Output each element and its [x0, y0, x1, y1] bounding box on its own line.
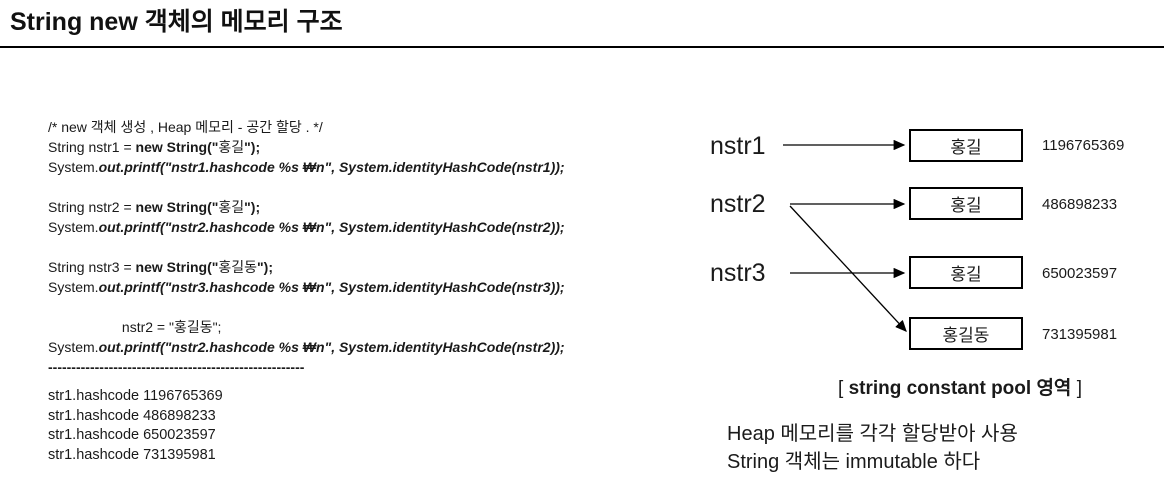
code-line: [48, 177, 565, 197]
variable-label-nstr3: nstr3: [710, 259, 766, 287]
pool-caption: [ string constant pool 영역 ]: [760, 373, 1160, 400]
code-emphasis: ");: [244, 139, 261, 155]
code-line: [48, 297, 565, 317]
code-line: System.out.printf("nstr1.hashcode %s ₩n"…: [48, 157, 565, 177]
note-line: String 객체는 immutable 하다: [727, 450, 981, 473]
code-emphasis: ");: [244, 199, 261, 215]
hashcode-value: 486898233: [1042, 196, 1118, 213]
code-text: String nstr3 =: [48, 259, 136, 275]
code-emphasis: out.printf("nstr3.hashcode %s ₩n", Syste…: [98, 279, 565, 295]
code-text: String nstr1 =: [48, 139, 136, 155]
pool-box-value: 홍길: [950, 138, 982, 157]
code-emphasis: out.printf("nstr2.hashcode %s ₩n", Syste…: [98, 219, 565, 235]
code-block: /* new 객체 생성 , Heap 메모리 - 공간 할당 . */ Stri…: [48, 117, 565, 377]
output-line: str1.hashcode 1196765369: [48, 388, 223, 404]
code-emphasis: ");: [257, 259, 274, 275]
code-emphasis: new String(": [135, 199, 219, 215]
caption-text: string constant pool 영역: [848, 378, 1072, 399]
variable-label-nstr1: nstr1: [710, 132, 766, 160]
code-line: System.out.printf("nstr2.hashcode %s ₩n"…: [48, 337, 565, 357]
pool-box-value: 홍길: [950, 265, 982, 284]
code-text: 홍길: [218, 199, 245, 215]
pool-box: 홍길: [909, 256, 1023, 289]
code-text: System.: [48, 159, 99, 175]
code-line: String nstr1 = new String("홍길");: [48, 137, 565, 157]
code-text: System.: [48, 279, 99, 295]
code-line: System.out.printf("nstr2.hashcode %s ₩n"…: [48, 217, 565, 237]
pool-box: 홍길동: [909, 317, 1023, 350]
title-divider-line: [0, 46, 1164, 48]
page-title: String new 객체의 메모리 구조: [10, 8, 343, 36]
pool-box-value: 홍길: [950, 196, 982, 215]
code-line: /* new 객체 생성 , Heap 메모리 - 공간 할당 . */: [48, 117, 565, 137]
pointer-arrows: [783, 139, 907, 332]
hashcode-value: 731395981: [1042, 326, 1118, 343]
code-text: nstr2 = "홍길동";: [48, 319, 222, 335]
arrow-nstr2-to-box4: [789, 205, 907, 332]
output-line: str1.hashcode 486898233: [48, 407, 216, 424]
code-text: 홍길동: [218, 259, 258, 275]
code-emphasis: out.printf("nstr2.hashcode %s ₩n", Syste…: [98, 339, 565, 355]
notes-block: Heap 메모리를 각각 할당받아 사용 String 객체는 immutabl…: [727, 421, 1018, 476]
code-text: System.: [48, 219, 99, 235]
code-line: ----------------------------------------…: [48, 357, 565, 377]
code-line: nstr2 = "홍길동";: [48, 317, 565, 337]
code-line: String nstr2 = new String("홍길");: [48, 197, 565, 217]
code-emphasis: new String(": [135, 259, 219, 275]
code-line: System.out.printf("nstr3.hashcode %s ₩n"…: [48, 277, 565, 297]
output-line: str1.hashcode 731395981: [48, 446, 216, 463]
hashcode-value: 650023597: [1042, 265, 1118, 282]
output-block: str1.hashcode 1196765369 str1.hashcode 48…: [48, 387, 223, 465]
code-emphasis: out.printf("nstr1.hashcode %s ₩n", Syste…: [98, 159, 565, 175]
code-text: System.: [48, 339, 99, 355]
note-line: Heap 메모리를 각각 할당받아 사용: [727, 423, 1018, 445]
variable-label-nstr2: nstr2: [710, 190, 766, 218]
hashcode-value: 1196765369: [1042, 137, 1125, 154]
code-text: /* new 객체 생성 , Heap 메모리 - 공간 할당 . */: [48, 119, 323, 135]
pool-box: 홍길: [909, 129, 1023, 162]
code-text: String nstr2 =: [48, 199, 136, 215]
pool-box-value: 홍길동: [942, 326, 990, 345]
code-text: 홍길: [218, 139, 245, 155]
code-line: String nstr3 = new String("홍길동");: [48, 257, 565, 277]
code-emphasis: new String(": [135, 139, 219, 155]
pool-box: 홍길: [909, 187, 1023, 220]
output-line: str1.hashcode 650023597: [48, 427, 216, 444]
code-line: [48, 237, 565, 257]
caption-bracket-open: [: [838, 378, 849, 399]
caption-bracket-close: ]: [1071, 378, 1082, 399]
code-emphasis: ----------------------------------------…: [48, 359, 305, 375]
